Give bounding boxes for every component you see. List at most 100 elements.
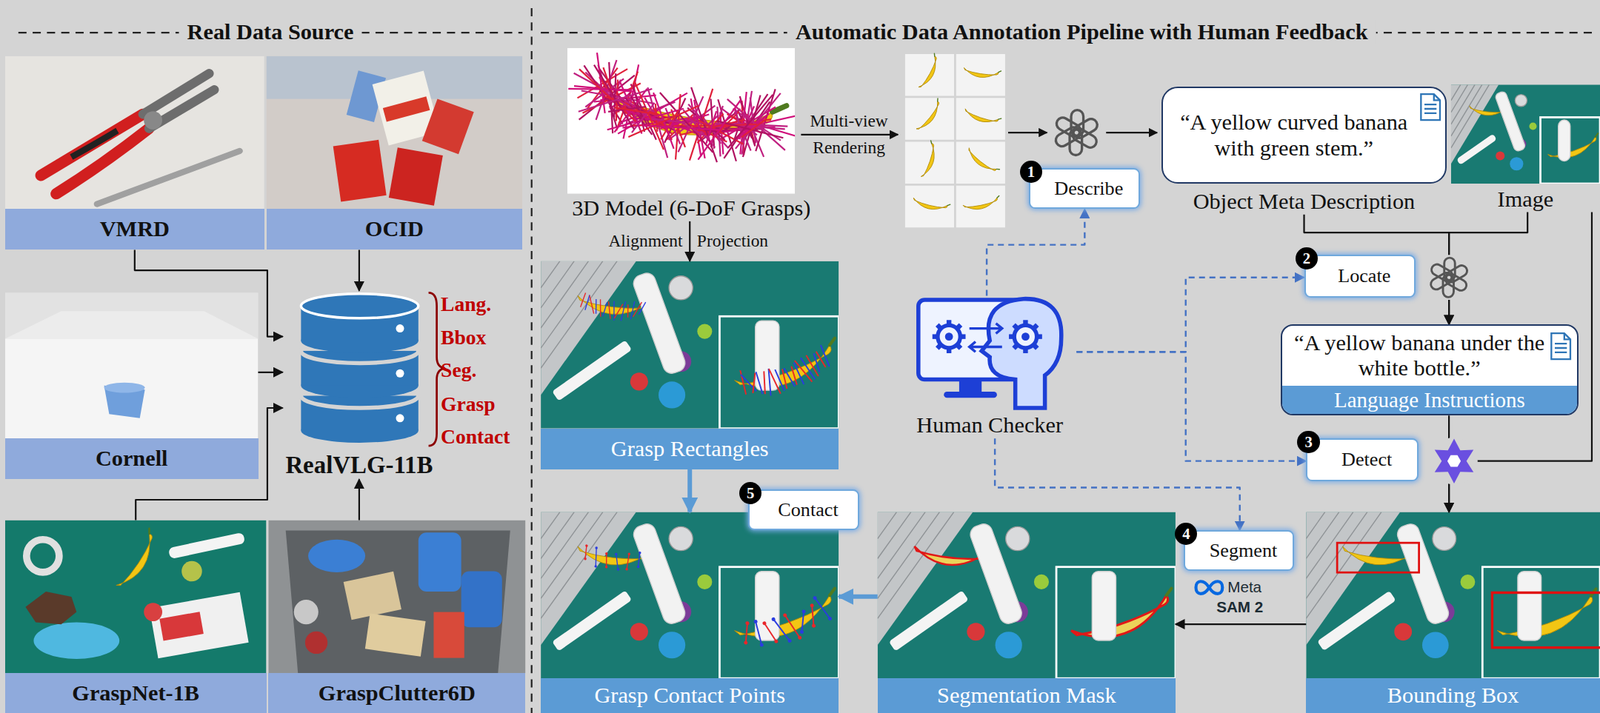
inset-frame xyxy=(1540,117,1600,184)
inset-frame xyxy=(1056,567,1176,679)
step-label: Describe xyxy=(1042,177,1139,200)
grasp-line xyxy=(637,553,640,568)
banana-stem xyxy=(998,117,1002,120)
render-tile xyxy=(956,141,1006,183)
rail-stripe xyxy=(540,512,560,540)
bounding-box xyxy=(1491,592,1600,648)
flow-arrow xyxy=(800,134,898,136)
inset-frame xyxy=(1482,567,1600,679)
pliers-grip xyxy=(71,130,118,158)
grasp-line xyxy=(633,301,643,318)
doc-lines xyxy=(1554,343,1567,353)
step-label: Detect xyxy=(1320,448,1418,472)
callout-number: 1 xyxy=(1020,160,1043,183)
banana-stem xyxy=(996,168,1000,172)
contact-point xyxy=(585,544,589,548)
step-box: 3Detect xyxy=(1305,438,1419,482)
grasp-line xyxy=(594,299,598,315)
render-bg xyxy=(567,48,795,195)
banana xyxy=(111,528,164,593)
banana-body xyxy=(911,196,948,214)
rail-stripe xyxy=(877,512,912,560)
grasp-line xyxy=(582,65,646,130)
flow-arrow xyxy=(1175,623,1306,626)
image-panel: Grasp Rectangles xyxy=(540,261,839,470)
banana-stem xyxy=(146,528,152,535)
label-holder: Contact xyxy=(440,425,510,448)
instruction-box: “A yellow banana under the white bottle.… xyxy=(1280,324,1579,416)
inset-frame xyxy=(719,567,839,679)
floor xyxy=(1305,512,1600,680)
contact-point xyxy=(782,613,788,618)
rail-stripe xyxy=(540,261,575,309)
can xyxy=(1005,526,1030,551)
white-tube xyxy=(168,532,246,560)
contact-point xyxy=(637,565,640,569)
rail-stripe xyxy=(540,261,618,369)
grasp-line xyxy=(768,368,781,395)
apple xyxy=(143,602,163,622)
photo-bg xyxy=(268,520,526,675)
red-box xyxy=(388,147,443,206)
cup xyxy=(1509,157,1523,171)
grasp-line xyxy=(580,292,586,309)
contact-point xyxy=(759,642,764,648)
panel-label: Grasp Contact Points xyxy=(540,678,839,713)
banana xyxy=(962,64,1002,81)
grasp-line xyxy=(755,371,763,395)
banana-body xyxy=(1547,137,1600,164)
screwdriver xyxy=(97,151,240,205)
grasp-line xyxy=(705,110,717,145)
render-tile xyxy=(905,141,955,183)
dataset-tile: GraspClutter6D xyxy=(268,520,526,713)
cup xyxy=(308,540,366,573)
grasp-line xyxy=(820,344,830,367)
grasp-line xyxy=(607,94,684,145)
banana xyxy=(1494,588,1600,649)
rail-stripe xyxy=(540,261,589,329)
graspnet-photo xyxy=(5,520,267,675)
grasp-line xyxy=(740,623,753,643)
rail-stripe xyxy=(1451,84,1489,149)
head xyxy=(981,299,1062,409)
logo-ground xyxy=(1430,437,1478,486)
white-bottle xyxy=(968,521,1025,626)
detector-logo xyxy=(1430,437,1478,486)
banana-body xyxy=(733,345,838,399)
db-layer xyxy=(300,396,418,432)
contact-point xyxy=(605,565,609,569)
shadow xyxy=(5,311,259,339)
caption: RealVLG-11B xyxy=(285,451,433,480)
grasp-line xyxy=(590,68,646,121)
bounding-box xyxy=(1337,542,1419,573)
grasp-line xyxy=(578,74,652,126)
step-box: 2Locate xyxy=(1304,254,1416,298)
logo-petal xyxy=(1054,115,1083,140)
inset-bottle xyxy=(1558,120,1571,162)
grasp-line xyxy=(773,617,790,644)
tape-roll xyxy=(26,540,60,573)
banana xyxy=(917,140,940,180)
flow-arrow xyxy=(1008,131,1047,134)
band-label: Language Instructions xyxy=(1282,385,1578,415)
inset-frame xyxy=(719,316,839,429)
annotation-type: Seg. xyxy=(440,359,477,382)
grasp-line xyxy=(754,622,763,646)
rail-stripe xyxy=(540,261,560,289)
callout-number: 5 xyxy=(739,482,762,505)
callout-number: 2 xyxy=(1295,247,1318,270)
contact-point xyxy=(605,552,609,556)
gear-ring xyxy=(1014,325,1037,348)
banana-body xyxy=(962,66,999,81)
contact-point xyxy=(616,568,620,572)
document-icon xyxy=(1549,331,1572,362)
rail-stripe xyxy=(877,512,898,540)
contact-point xyxy=(583,557,587,561)
arrow-label: Rendering xyxy=(812,138,886,158)
banana xyxy=(962,105,1002,128)
white-bottle xyxy=(631,271,688,377)
contact-point xyxy=(771,617,776,622)
doc-fold xyxy=(1434,94,1440,100)
contact-point xyxy=(787,638,792,643)
db-dot xyxy=(395,324,404,333)
